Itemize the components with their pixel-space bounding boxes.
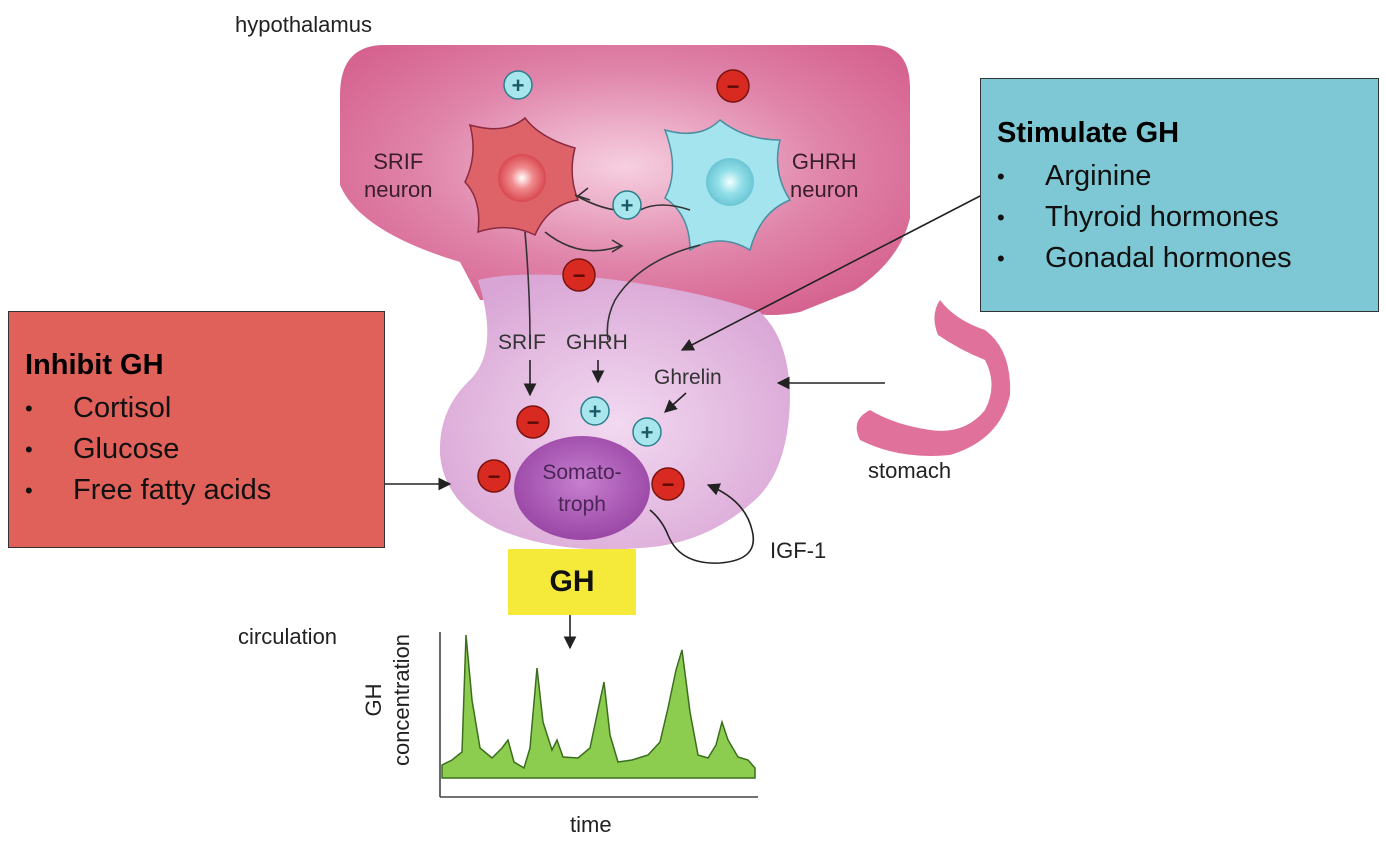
- somatotroph-label-line2: troph: [558, 493, 606, 516]
- graph-x-label: time: [570, 812, 612, 837]
- inhibit-item-cortisol: Cortisol: [25, 388, 384, 429]
- plus-sign-synapse: +: [612, 190, 642, 220]
- inhibit-gh-title: Inhibit GH: [25, 349, 164, 381]
- svg-text:+: +: [621, 193, 634, 218]
- gh-pulse-profile: [441, 634, 756, 779]
- srif-neuron-label: SRIF neuron: [364, 148, 433, 204]
- hypothalamus-region: [340, 45, 910, 315]
- graph-y-label-line2: concentration: [389, 633, 414, 767]
- inhibit-item-glucose: Glucose: [25, 429, 384, 470]
- somatotroph-cell: [514, 436, 650, 540]
- stimulate-gh-title: Stimulate GH: [997, 117, 1180, 149]
- ghrh-neuron-label-line1: GHRH: [791, 149, 857, 174]
- plus-sign-ghrh-somato: +: [580, 396, 610, 426]
- stimulate-item-gonadal: Gonadal hormones: [997, 238, 1378, 279]
- plus-sign-srif: +: [503, 70, 533, 100]
- svg-text:−: −: [662, 472, 675, 497]
- somatotroph-label: Somato- troph: [524, 457, 640, 521]
- svg-text:+: +: [512, 73, 525, 98]
- srif-label: SRIF: [498, 331, 546, 354]
- srif-neuron-label-line1: SRIF: [373, 149, 424, 174]
- minus-sign-right: −: [651, 467, 685, 501]
- srif-neuron-label-line2: neuron: [364, 177, 433, 202]
- circulation-label: circulation: [238, 624, 338, 649]
- inhibit-gh-list: Cortisol Glucose Free fatty acids: [25, 388, 384, 511]
- gh-output-label: GH: [549, 565, 595, 598]
- hypothalamus-label: hypothalamus: [235, 12, 372, 37]
- ghrh-neuron-label: GHRH neuron: [790, 148, 859, 204]
- ghrh-nucleus: [706, 158, 754, 206]
- ghrh-label: GHRH: [566, 331, 628, 354]
- minus-sign-ghrh: −: [716, 69, 750, 103]
- inhibit-item-ffa: Free fatty acids: [25, 470, 384, 511]
- stimulate-item-thyroid: Thyroid hormones: [997, 197, 1378, 238]
- stomach-label: stomach: [868, 458, 952, 483]
- minus-sign-srif-somato: −: [516, 405, 550, 439]
- svg-text:−: −: [727, 74, 740, 99]
- somatotroph-label-line1: Somato-: [542, 461, 622, 484]
- graph-y-label-line1: GH: [361, 683, 386, 717]
- stimulate-item-arginine: Arginine: [997, 156, 1378, 197]
- graph-y-label: GH concentration: [360, 600, 440, 800]
- minus-sign-axon: −: [562, 258, 596, 292]
- svg-text:+: +: [641, 420, 654, 445]
- stimulate-gh-list: Arginine Thyroid hormones Gonadal hormon…: [997, 156, 1378, 279]
- inhibit-gh-box: Inhibit GH Cortisol Glucose Free fatty a…: [8, 311, 385, 548]
- svg-text:−: −: [488, 464, 501, 489]
- igf1-label: IGF-1: [770, 538, 827, 563]
- plus-sign-ghrelin: +: [632, 417, 662, 447]
- minus-sign-left: −: [477, 459, 511, 493]
- gh-output-box: GH: [508, 549, 636, 615]
- stomach-shape: [856, 300, 1011, 456]
- srif-nucleus: [498, 154, 546, 202]
- svg-text:−: −: [527, 410, 540, 435]
- svg-text:−: −: [573, 263, 586, 288]
- ghrh-neuron-label-line2: neuron: [790, 177, 859, 202]
- stimulate-gh-box: Stimulate GH Arginine Thyroid hormones G…: [980, 78, 1379, 312]
- ghrelin-label: Ghrelin: [654, 366, 722, 389]
- svg-text:+: +: [589, 399, 602, 424]
